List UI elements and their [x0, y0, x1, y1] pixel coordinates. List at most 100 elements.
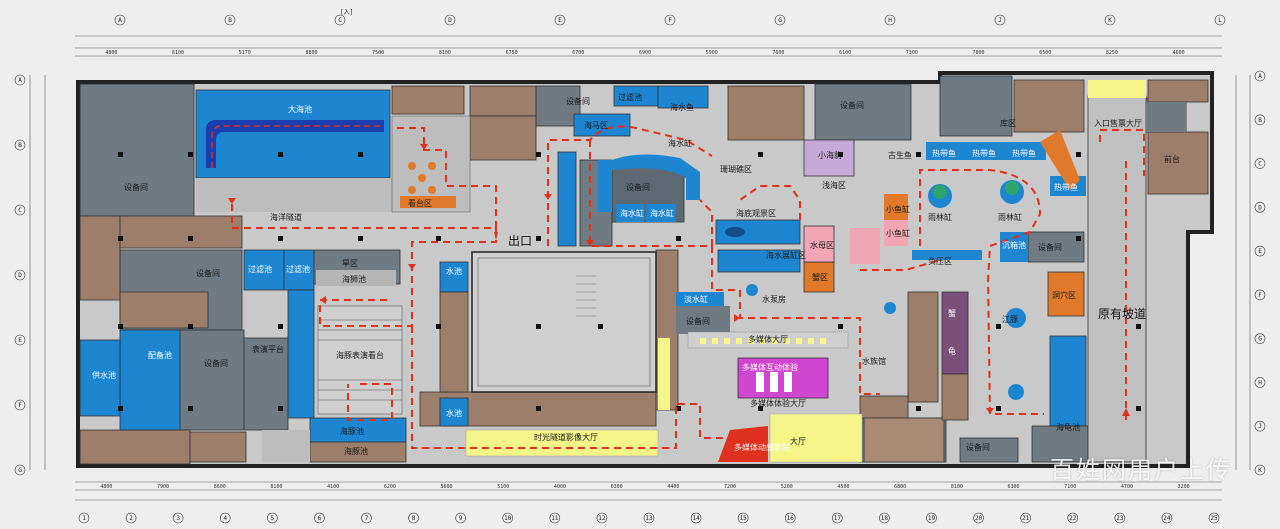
- dolphin-stage: [317, 305, 403, 415]
- left-dimension-lines: [29, 75, 46, 470]
- bottom-dimension-value: 5100: [497, 484, 509, 490]
- label-seahorse: 海马区: [584, 120, 608, 130]
- ocean-tunnel-band: [206, 120, 384, 168]
- tank: [598, 160, 612, 212]
- axis-bottom-bubble: [267, 512, 278, 524]
- service-room: [1147, 79, 1209, 103]
- label-front-desk: 前台: [1164, 154, 1180, 164]
- label-river: 江豚: [1002, 315, 1018, 324]
- axis-top-bubble: [224, 14, 236, 26]
- label-equipment: 设备间: [686, 316, 710, 326]
- yellow-corridor: [658, 338, 670, 410]
- label-seal-pool: 海狮池: [342, 274, 366, 284]
- bottom-dimension-value: 6200: [384, 484, 396, 490]
- bottom-dimension-value: 6300: [611, 484, 623, 490]
- axis-bottom-bubble: [172, 512, 184, 524]
- axis-bottom-bubble: [973, 512, 984, 524]
- axis-right-bubble: [1254, 377, 1266, 388]
- bottom-dimension-value: 3200: [1178, 484, 1190, 490]
- label-mangrove-tank: 洞穴区: [1052, 290, 1076, 300]
- label-underwater-tunnel: 时光隧道影像大厅: [534, 432, 598, 442]
- label-tropical-fish: 热带鱼: [972, 148, 996, 158]
- equipment-room: [179, 329, 245, 431]
- axis-top-bubble: [884, 14, 896, 26]
- axis-left-label: F: [18, 402, 22, 409]
- equipment-room: [814, 83, 912, 141]
- label-ocean-tunnel: 海洋隧道: [270, 212, 302, 222]
- axis-right-label: J: [1258, 423, 1262, 430]
- top-dimension-value: 7800: [973, 50, 985, 56]
- axis-bottom-label: 21: [1022, 515, 1030, 522]
- label-shark-room: 蟹区: [812, 272, 828, 282]
- dolphin-pool: [287, 289, 315, 419]
- label-multimedia-film: 多媒体动感影院: [734, 442, 790, 452]
- bottom-dimension-value: 5200: [781, 484, 793, 490]
- label-water-supply: 供水池: [92, 370, 116, 380]
- multimedia-film: [718, 426, 768, 462]
- equipment-room: [243, 337, 289, 431]
- axis-top-bubble: [114, 14, 126, 26]
- mangrove-tank: [1047, 271, 1085, 317]
- bottom-dimension-lines: [75, 481, 1222, 501]
- tropical-fish-tank: [1006, 142, 1046, 160]
- top-mark: [入]: [340, 9, 353, 16]
- tropical-fish-tank: [966, 142, 1006, 160]
- label-multimedia-show: 多媒体体验大厅: [750, 398, 806, 408]
- top-dimension-value: 8100: [439, 50, 451, 56]
- axis-right-label: E: [1258, 248, 1262, 255]
- bottom-dimension-value: 4100: [327, 484, 339, 490]
- axis-top-bubble: [334, 14, 346, 26]
- seat-icon: [418, 174, 426, 182]
- label-big-pool: 大海池: [288, 104, 312, 114]
- equipment-room: [959, 437, 1019, 463]
- axis-top-label: F: [668, 17, 672, 24]
- label-entry-hall: 入口售票大厅: [1094, 118, 1142, 128]
- watermark: 百姓网用户上传: [1050, 456, 1232, 484]
- existing-ramp: [1087, 95, 1147, 463]
- axis-top-label: J: [998, 17, 1002, 24]
- axis-bottom-bubble: [596, 512, 608, 524]
- seat-icon: [428, 186, 436, 194]
- axis-bottom-bubble: [784, 512, 796, 524]
- service-room: [1013, 79, 1085, 133]
- label-filter: 过滤池: [618, 92, 642, 102]
- stage-steps: [318, 319, 402, 401]
- big-pool: [195, 89, 391, 179]
- axis-right-label: F: [1258, 292, 1262, 299]
- axis-bottom-label: 2: [129, 515, 133, 522]
- axis-right-bubble: [1254, 464, 1266, 476]
- label-freshwater: 淡水缸: [684, 294, 708, 304]
- axis-right-bubble: [1254, 420, 1266, 432]
- label-shallow: 浅海区: [822, 180, 846, 190]
- axis-bottom-label: 5: [271, 515, 275, 522]
- label-tropical: 海水缸: [668, 138, 692, 148]
- visitor-routes: [231, 125, 1145, 449]
- label-sea-pool: 海豚池: [344, 446, 368, 456]
- service-room: [119, 291, 209, 329]
- plant-icon: [933, 185, 947, 199]
- tortoise-room: [941, 373, 969, 421]
- axis-bottom-label: 11: [551, 515, 559, 522]
- axis-left-bubble: [14, 139, 26, 151]
- axis-bottom-label: 12: [598, 515, 606, 522]
- label-tropical-fish: 热带鱼: [1012, 148, 1036, 158]
- axis-bottom-bubble: [455, 512, 466, 524]
- room-labels: 大海池 海洋隧道 设备间 设备间 设备间 设备间 设备间 设备间 设备间 设备间…: [92, 92, 1180, 456]
- corridor: [262, 430, 310, 462]
- label-tank: 海水缸: [620, 208, 644, 218]
- sea-tank-area: [717, 249, 801, 273]
- axis-right-label: A: [1258, 73, 1262, 80]
- bottom-dimension-value: 6300: [1008, 484, 1020, 490]
- seat-icon: [428, 162, 436, 170]
- bottom-dimension-value: 4400: [667, 484, 679, 490]
- axis-bottom-label: 4: [223, 515, 227, 522]
- label-deepsea-view: 海底观景区: [736, 208, 776, 218]
- underwater-tunnel: [465, 429, 659, 457]
- label-mangrove: 雨林缸: [998, 212, 1022, 222]
- equipment-room: [1031, 425, 1089, 463]
- round-tank: [746, 284, 758, 296]
- axis-top-bubble: [664, 14, 676, 26]
- axis-bottom-label: 22: [1069, 515, 1077, 522]
